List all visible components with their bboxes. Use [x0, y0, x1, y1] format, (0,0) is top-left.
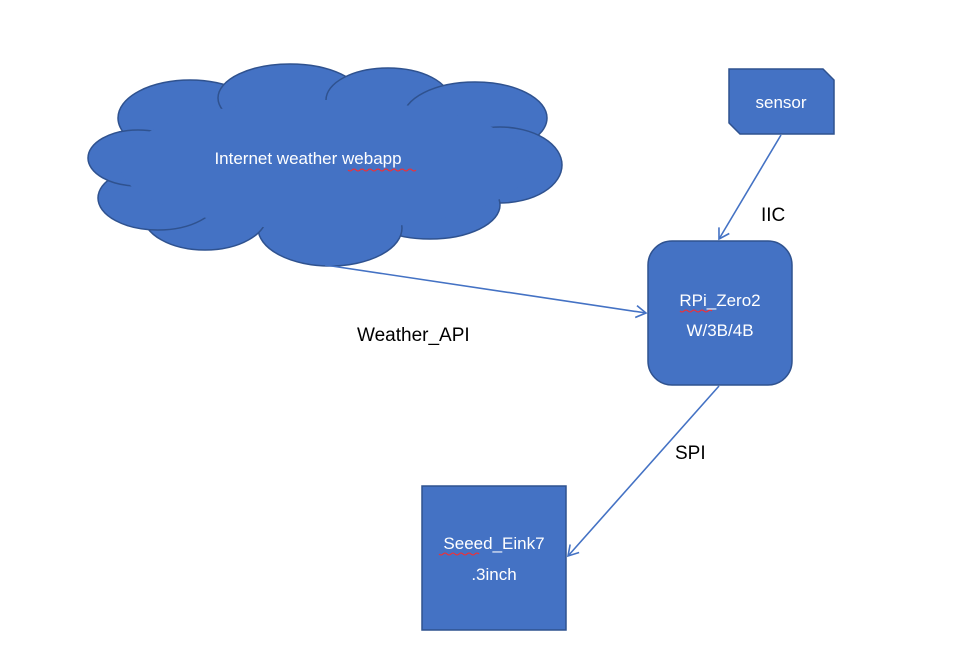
iic-connector[interactable] [718, 134, 782, 241]
eink-label-line2: .3inch [471, 565, 516, 584]
weather-api-connector[interactable] [324, 264, 648, 319]
rpi-label-line1: RPi_Zero2 [679, 291, 760, 310]
cloud-node[interactable]: Internet weather webapp [87, 63, 563, 267]
rpi-label-line2: W/3B/4B [686, 321, 753, 340]
eink-label-line1: Seeed_Eink7 [443, 534, 544, 553]
spellcheck-underline [438, 552, 480, 556]
cloud-shape [87, 63, 563, 267]
rpi-node[interactable]: RPi_Zero2 W/3B/4B [647, 240, 793, 386]
sensor-label: sensor [755, 93, 806, 112]
rpi-shape [647, 240, 793, 386]
spi-connector[interactable] [566, 385, 720, 558]
eink-node[interactable]: Seeed_Eink7 .3inch [421, 485, 567, 631]
eink-shape [421, 485, 567, 631]
sensor-node[interactable]: sensor [728, 68, 835, 135]
weather-api-label: Weather_API [357, 325, 470, 346]
spellcheck-underline [679, 309, 713, 313]
spellcheck-underline [347, 168, 417, 172]
sensor-shape [728, 68, 835, 135]
cloud-label: Internet weather webapp [214, 149, 401, 168]
spi-label: SPI [675, 443, 706, 464]
iic-label: IIC [761, 205, 785, 226]
